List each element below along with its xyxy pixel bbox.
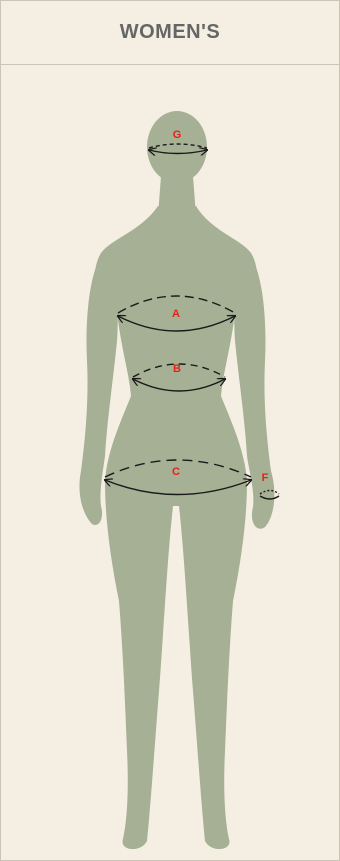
page-title: WOMEN'S — [120, 21, 220, 44]
body-diagram: G A B C F — [1, 65, 339, 860]
measurement-label-b: B — [173, 363, 181, 375]
measurement-label-c: C — [172, 466, 180, 478]
body-diagram-svg: G A B C F — [1, 65, 339, 860]
header: WOMEN'S — [1, 1, 339, 65]
measurement-label-a: A — [172, 308, 180, 320]
female-silhouette — [79, 111, 274, 849]
measurement-label-g: G — [173, 129, 182, 141]
measurement-label-f: F — [262, 472, 269, 484]
